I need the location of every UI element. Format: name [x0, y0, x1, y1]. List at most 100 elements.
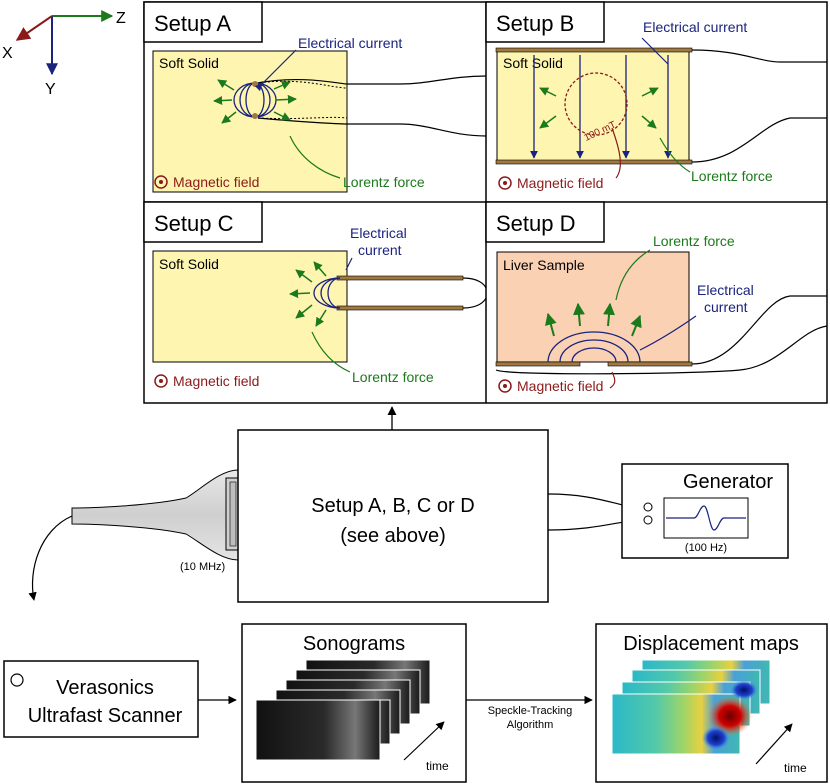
setup-b-force-pointer	[659, 137, 691, 173]
scanner-line1: Verasonics	[56, 677, 154, 699]
setup-d-current-label-2: current	[704, 299, 748, 315]
setup-c-electrode-top	[336, 275, 464, 281]
setup-a-panel: Setup A Soft Solid Electrical current Lo…	[143, 1, 487, 193]
setup-b-cable-top	[691, 49, 827, 63]
setup-b-current-lines	[530, 55, 672, 159]
scanner-line2: Ultrafast Scanner	[28, 705, 183, 727]
setup-a-force-pointer	[289, 135, 341, 179]
setup-b-force-label: Lorentz force	[691, 168, 773, 184]
setup-d-force-label: Lorentz force	[653, 233, 735, 249]
setup-c-current-loops	[313, 277, 341, 309]
displacement-stack	[611, 659, 771, 755]
setup-a-force-arrows	[213, 79, 297, 124]
setup-b-field-region	[564, 72, 628, 136]
sonograms-title: Sonograms	[303, 633, 405, 655]
sonogram-stack	[255, 659, 431, 761]
z-axis-label: Z	[116, 10, 126, 27]
setup-c-current-label-2: current	[358, 242, 402, 258]
sonograms-time-label: time	[426, 759, 449, 773]
setup-c-panel: Setup C Soft Solid Electrical current Lo…	[143, 201, 487, 389]
setup-choice-line1: Setup A, B, C or D	[311, 495, 474, 517]
setup-b-electrode-top	[495, 47, 693, 53]
tracking-line1: Speckle-Tracking	[488, 705, 573, 717]
ultrasound-probe: (10 MHz)	[71, 469, 239, 573]
probe-cable	[28, 515, 73, 601]
setup-d-force-arrows	[545, 302, 642, 337]
generator-frequency: (100 Hz)	[685, 542, 727, 554]
displacement-time-arrow	[755, 723, 793, 765]
setup-a-cable-top	[251, 75, 487, 85]
tracking-line2: Algorithm	[507, 719, 553, 731]
setup-d-current-loops	[547, 331, 641, 363]
probe-frequency: (10 MHz)	[180, 561, 225, 573]
setup-a-field-icon	[154, 175, 168, 189]
setup-c-solid-label: Soft Solid	[159, 256, 219, 272]
setup-d-electrode-left	[495, 361, 581, 367]
setup-c-force-label: Lorentz force	[352, 369, 434, 385]
setup-a-field-label: Magnetic field	[173, 174, 259, 190]
setup-d-field-label: Magnetic field	[517, 378, 603, 394]
setup-a-wire-dotted	[251, 80, 348, 120]
setup-c-current-label-1: Electrical	[350, 225, 407, 241]
setup-c-title-box	[143, 201, 263, 243]
generator-waveform	[666, 505, 746, 531]
setup-b-field-pointer	[611, 127, 621, 179]
setup-a-solid-label: Soft Solid	[159, 55, 219, 71]
generator-box: Generator (100 Hz)	[621, 463, 789, 559]
setup-b-soft-solid	[496, 50, 690, 163]
setup-b-force-arrows	[539, 87, 659, 129]
setup-b-current-pointer	[641, 37, 669, 65]
setup-b-field-label: Magnetic field	[517, 175, 603, 191]
setup-b-cable-bottom	[691, 117, 827, 163]
setup-b-title-box	[485, 1, 605, 43]
displacement-time-label: time	[784, 761, 807, 775]
setup-c-force-arrows	[289, 261, 327, 327]
setup-b-title: Setup B	[496, 11, 574, 36]
setup-b-solid-label: Soft Solid	[503, 55, 563, 71]
setup-b-field-icon	[498, 176, 512, 190]
setup-d-title: Setup D	[496, 211, 576, 236]
setup-a-title-box	[143, 1, 263, 43]
scanner-box: Verasonics Ultrafast Scanner	[3, 660, 199, 738]
axes-indicator: Z X Y	[2, 10, 126, 98]
setup-a-cable-bottom	[257, 117, 487, 137]
setup-c-electrode-bottom	[336, 305, 464, 311]
setup-b-current-label: Electrical current	[643, 19, 747, 35]
displacement-panel: Displacement maps time	[595, 623, 828, 783]
setup-d-force-pointer	[615, 249, 651, 301]
setup-b-electrode-bottom	[495, 159, 693, 165]
setup-d-sample-label: Liver Sample	[503, 257, 585, 273]
setup-d-panel: Setup D Liver Sample Lorentz force Elect…	[485, 201, 828, 394]
scanner-port	[10, 673, 24, 687]
setup-a-electrode-bottom	[252, 113, 258, 119]
setup-d-electrode-right	[607, 361, 693, 367]
generator-terminal-top	[643, 502, 653, 512]
setup-c-force-pointer	[311, 331, 351, 373]
setup-a-current-pointer	[254, 49, 297, 92]
setup-a-title: Setup A	[154, 11, 231, 36]
setup-c-field-label: Magnetic field	[173, 373, 259, 389]
setup-c-current-pointer	[345, 257, 353, 271]
setup-a-current-label: Electrical current	[298, 35, 402, 51]
setup-choice-line2: (see above)	[340, 525, 446, 547]
y-axis-label: Y	[45, 81, 56, 98]
setup-c-title: Setup C	[154, 211, 234, 236]
setup-d-current-label-1: Electrical	[697, 282, 754, 298]
setup-a-force-label: Lorentz force	[343, 174, 425, 190]
setup-choice-box	[237, 429, 549, 603]
x-axis-label: X	[2, 45, 13, 62]
generator-title: Generator	[683, 471, 773, 493]
sonograms-panel: Sonograms time	[241, 623, 467, 783]
sonograms-time-arrow	[403, 721, 445, 761]
setup-d-current-pointer	[639, 315, 697, 351]
setup-d-liver-sample	[496, 251, 690, 363]
setup-a-soft-solid	[152, 50, 348, 193]
displacement-title: Displacement maps	[623, 633, 799, 655]
setup-a-electrode-top	[252, 81, 258, 87]
setup-c-field-icon	[154, 374, 168, 388]
setup-d-title-box	[485, 201, 605, 243]
setup-b-panel: Setup B Soft Solid 100 mT Electrical cur…	[485, 1, 827, 191]
generator-terminal-bottom	[643, 515, 653, 525]
setup-d-field-icon	[498, 379, 512, 393]
